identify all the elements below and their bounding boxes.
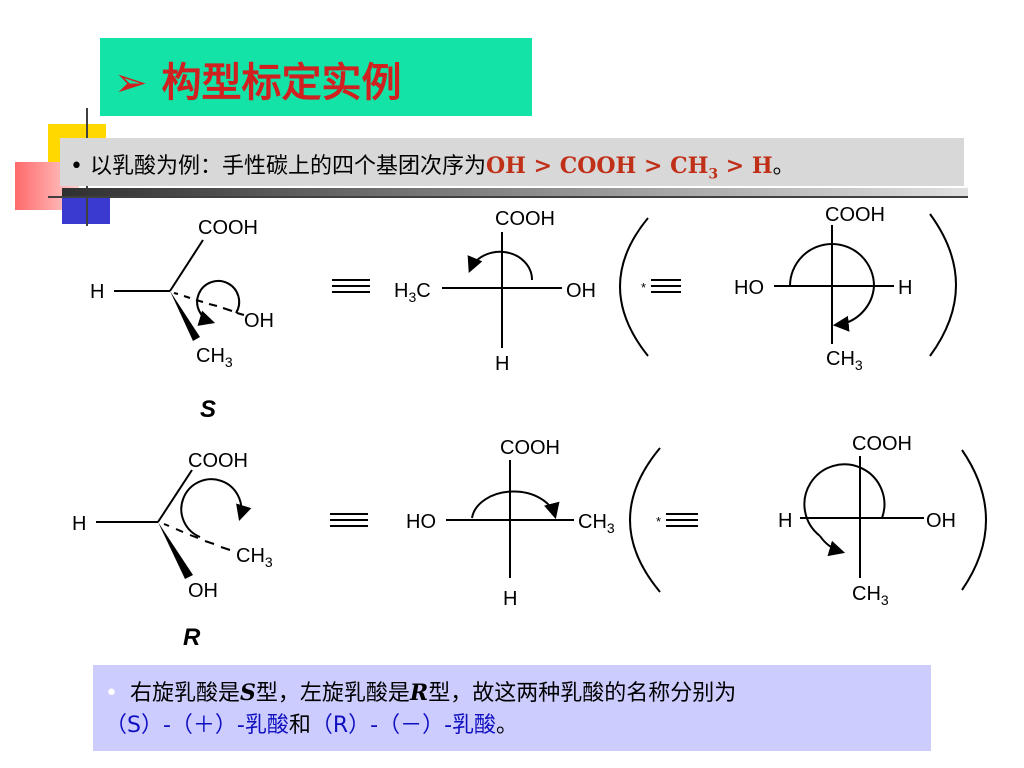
s-star-label: *: [641, 280, 646, 295]
r2-ho-label: HO: [406, 511, 436, 533]
arrow-bullet-icon: ➢: [114, 60, 148, 106]
summary-s: S: [240, 680, 256, 706]
summary-part-1: 右旋乳酸是: [129, 681, 240, 706]
deco-horizontal-shadow: [62, 188, 968, 196]
s1-oh-label: OH: [244, 310, 274, 332]
r3-cooh-label: COOH: [852, 433, 912, 455]
s1-cooh-label: COOH: [198, 217, 258, 239]
title-banner: ➢ 构型标定实例: [100, 38, 532, 116]
summary-part-2: 型，左旋乳酸是: [255, 681, 410, 706]
s2-cooh-label: COOH: [495, 208, 555, 230]
r2-ch3-label: CH3: [578, 511, 615, 536]
r-wedge-structure: COOH H CH3 OH: [72, 450, 273, 602]
summary-and: 和: [288, 713, 311, 738]
page-title: ➢ 构型标定实例: [114, 50, 401, 108]
r2-h-label: H: [503, 588, 517, 610]
priority-subscript: 3: [708, 166, 719, 183]
s3-cooh-label: COOH: [825, 204, 885, 226]
r1-h-label: H: [72, 513, 86, 535]
summary-part-3: 型，故这两种乳酸的名称分别为: [428, 681, 737, 706]
r1-cooh-label: COOH: [188, 450, 248, 472]
r2-cooh-label: COOH: [500, 437, 560, 459]
config-s-label: S: [200, 396, 216, 423]
stereochemistry-diagram: COOH H OH CH3 S COOH H3C OH H * COOH HO …: [72, 204, 987, 651]
s3-ch3-label: CH3: [826, 348, 863, 373]
summary-end: 。: [496, 713, 519, 738]
config-r-label: R: [183, 624, 201, 651]
s3-h-label: H: [898, 277, 912, 299]
intro-sentence: 以乳酸为例：手性碳上的四个基团次序为: [89, 154, 486, 179]
s2-h-label: H: [495, 353, 509, 375]
s-fischer-projection: COOH H3C OH H: [394, 208, 596, 375]
s3-ho-label: HO: [734, 277, 764, 299]
r-star-label: *: [656, 514, 661, 529]
bullet-icon: •: [70, 154, 83, 179]
summary-bullet-icon: •: [105, 681, 118, 706]
priority-part-b: > H: [718, 153, 773, 179]
s1-h-label: H: [90, 281, 104, 303]
summary-text: • 右旋乳酸是S型，左旋乳酸是R型，故这两种乳酸的名称分别为 （S）-（＋）-乳酸…: [105, 677, 925, 742]
r3-oh-label: OH: [926, 510, 956, 532]
r3-ch3-label: CH3: [852, 583, 889, 608]
s2-oh-label: OH: [566, 280, 596, 302]
s2-h3c-label: H3C: [394, 280, 431, 305]
summary-name-r: （R）-（－）-乳酸: [310, 713, 497, 738]
intro-end: 。: [772, 154, 795, 179]
summary-name-s: （S）-（＋）-乳酸: [105, 713, 289, 738]
page-title-text: 构型标定实例: [161, 60, 402, 106]
summary-r: R: [409, 680, 429, 706]
r3-h-label: H: [778, 510, 792, 532]
equivalence-sign-1: [332, 279, 370, 293]
intro-text: • 以乳酸为例：手性碳上的四个基团次序为OH > COOH > CH3 > H。: [70, 148, 795, 182]
r1-oh-label: OH: [188, 580, 218, 602]
deco-horizontal-line: [48, 196, 968, 198]
r-fischer-projection: COOH HO CH3 H: [406, 437, 615, 610]
s1-ch3-label: CH3: [196, 345, 233, 370]
r-alternative-group: * COOH H OH CH3: [629, 433, 987, 608]
equivalence-sign-2: [330, 513, 368, 527]
s-alternative-group: * COOH HO H CH3: [619, 204, 957, 373]
s-wedge-structure: COOH H OH CH3: [90, 217, 274, 370]
r1-ch3-label: CH3: [236, 545, 273, 570]
priority-order: OH > COOH > CH3 > H: [486, 153, 773, 183]
intro-bar: • 以乳酸为例：手性碳上的四个基团次序为OH > COOH > CH3 > H。: [60, 138, 964, 186]
priority-part-a: OH > COOH > CH: [486, 153, 709, 179]
summary-box: • 右旋乳酸是S型，左旋乳酸是R型，故这两种乳酸的名称分别为 （S）-（＋）-乳酸…: [93, 665, 931, 751]
